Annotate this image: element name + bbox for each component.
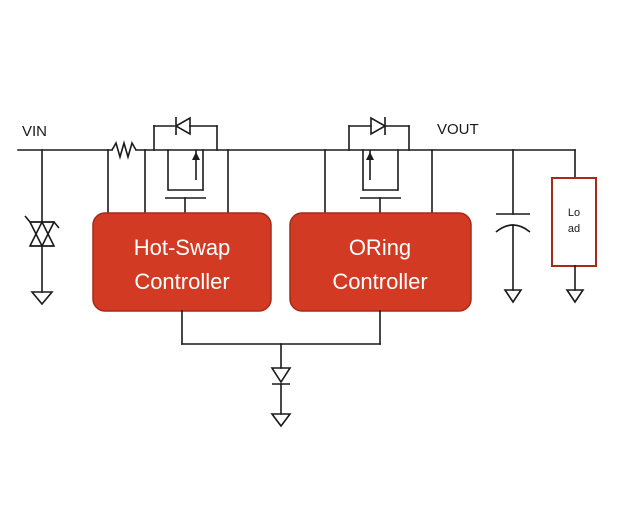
hot-swap-controller-line1: Hot-Swap [134,235,231,260]
oring-controller-box [289,212,472,312]
load-box [551,177,597,267]
hot-swap-controller: Hot-Swap Controller [92,212,272,312]
vin-label: VIN [22,123,47,140]
capacitor-icon [495,149,531,291]
oring-controller-line2: Controller [332,269,427,294]
load-ground-icon [565,289,585,304]
oring-body-diode-icon [348,116,410,151]
tvs-diode-icon [24,149,60,293]
hot-swap-mosfet-icon [165,149,206,216]
ground-return-ground-icon [270,413,292,428]
capacitor-ground-icon [503,289,523,304]
hot-swap-controller-box [92,212,272,312]
oring-controller-line1: ORing [349,235,411,260]
vout-label: VOUT [437,121,479,138]
sense-resistor-icon [111,140,137,160]
hot-swap-body-diode-icon [153,116,218,151]
ground-return [181,310,381,369]
load-label-line1: Lo [568,207,580,219]
load-label-line2: ad [568,223,580,235]
oring-controller: ORing Controller [289,212,472,312]
oring-mosfet-icon [360,149,401,216]
hot-swap-controller-line2: Controller [134,269,229,294]
controller-leads [107,149,433,216]
load: Lo ad [551,149,597,291]
ground-diode-icon [270,367,292,415]
tvs-ground-icon [30,291,54,306]
